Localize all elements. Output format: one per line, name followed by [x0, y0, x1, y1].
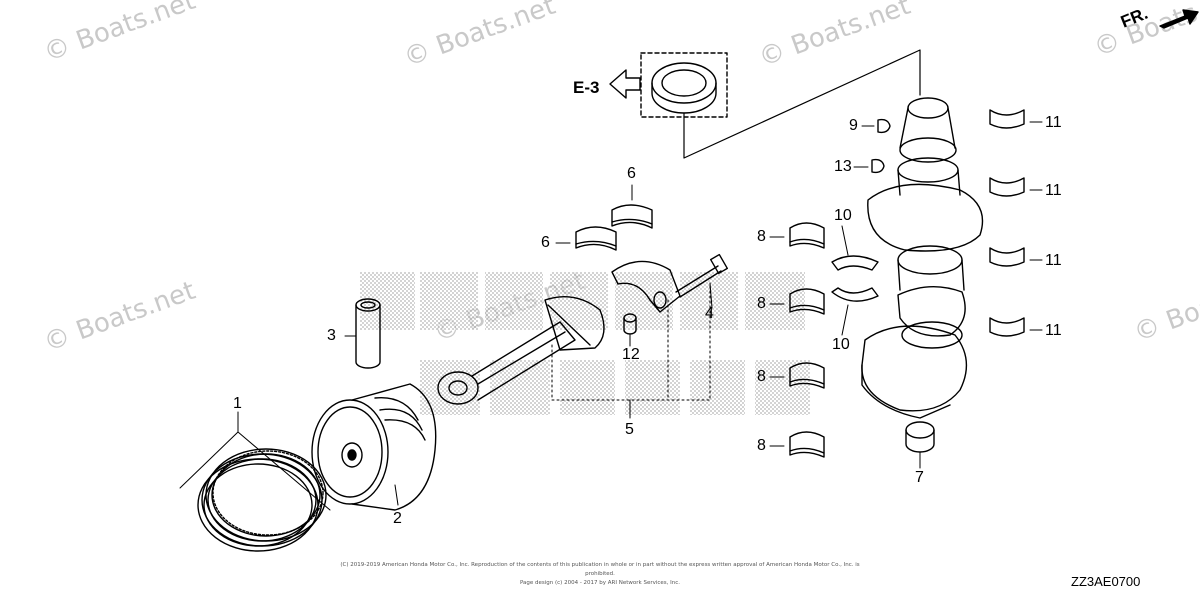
callout-8[interactable]: 8: [757, 437, 766, 454]
dowel-pin: [623, 313, 637, 335]
callout-11[interactable]: 11: [1045, 322, 1062, 339]
oil-seal: [651, 62, 717, 114]
direction-arrow-icon: [1159, 9, 1199, 29]
thrust-washer-lower: [831, 287, 879, 302]
connecting-rod-cap: [611, 260, 681, 313]
callout-11[interactable]: 11: [1045, 252, 1062, 269]
main-bearing-upper: [989, 247, 1025, 267]
main-bearing: [789, 362, 825, 389]
connecting-rod: [437, 296, 605, 405]
piston-ring-set: [197, 448, 327, 552]
callout-10[interactable]: 10: [834, 207, 852, 224]
callout-11[interactable]: 11: [1045, 114, 1062, 131]
copyright-notice: (C) 2019-2019 American Honda Motor Co., …: [330, 561, 870, 588]
callout-1[interactable]: 1: [233, 395, 242, 412]
crankshaft: [861, 97, 984, 453]
woodruff-key: [877, 118, 891, 134]
callout-11[interactable]: 11: [1045, 182, 1062, 199]
main-bearing: [789, 222, 825, 249]
callout-7[interactable]: 7: [915, 469, 924, 486]
woodruff-key-2: [871, 158, 885, 174]
callout-3[interactable]: 3: [327, 327, 336, 344]
main-bearing-upper: [989, 177, 1025, 197]
rod-bearing-lower: [575, 226, 617, 251]
callout-8[interactable]: 8: [757, 368, 766, 385]
copyright-line: Page design (c) 2004 - 2017 by ARI Netwo…: [519, 580, 681, 586]
piston: [311, 383, 437, 511]
piston-pin: [355, 298, 381, 369]
reference-label: E-3: [573, 78, 600, 97]
callout-12[interactable]: 12: [622, 346, 640, 363]
thrust-washer-upper: [831, 255, 879, 271]
callout-13[interactable]: 13: [834, 158, 852, 175]
main-bearing-upper: [989, 317, 1025, 337]
callout-6[interactable]: 6: [541, 234, 550, 251]
callout-10[interactable]: 10: [832, 336, 850, 353]
callout-2[interactable]: 2: [393, 510, 402, 527]
callout-6[interactable]: 6: [627, 165, 636, 182]
reference-arrow-icon: [609, 69, 641, 99]
rod-bearing-upper: [611, 204, 653, 229]
callout-4[interactable]: 4: [705, 305, 714, 322]
main-bearing-upper: [989, 109, 1025, 129]
rod-bolt: [675, 253, 729, 298]
main-bearing: [789, 431, 825, 458]
callout-5[interactable]: 5: [625, 421, 634, 438]
brand-logo-watermark: [360, 272, 810, 415]
main-bearing: [789, 288, 825, 315]
callout-9[interactable]: 9: [849, 117, 858, 134]
diagram-code: ZZ3AE0700: [1071, 574, 1141, 589]
callout-8[interactable]: 8: [757, 295, 766, 312]
copyright-line: (C) 2019-2019 American Honda Motor Co., …: [340, 562, 860, 577]
callout-8[interactable]: 8: [757, 228, 766, 245]
